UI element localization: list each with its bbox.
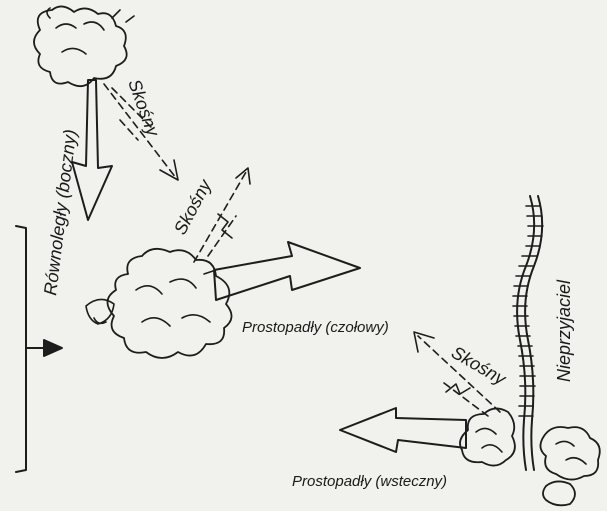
- arrow-parallel: [72, 80, 112, 220]
- arrow-oblique-right-2: [440, 380, 488, 416]
- arrow-oblique-top-3: [120, 120, 138, 140]
- label-oblique-middle: Skośny: [170, 175, 216, 237]
- arrow-perpendicular-retro: [340, 408, 466, 452]
- cloud-middle: [86, 249, 232, 358]
- enemy-front-line: [513, 196, 543, 470]
- label-oblique-right: Skośny: [448, 342, 510, 389]
- arrow-perpendicular-frontal: [214, 242, 360, 300]
- cloud-top-left: [34, 6, 134, 86]
- own-front-arrowhead: [44, 340, 62, 356]
- label-perpendicular-frontal: Prostopadły (czołowy): [242, 319, 389, 336]
- arrow-oblique-middle-2: [208, 216, 236, 256]
- cloud-lower-right: [460, 408, 600, 505]
- label-enemy: Nieprzyjaciel: [554, 279, 574, 382]
- own-front-bracket: [16, 226, 26, 472]
- label-parallel: Równoległy (boczny): [40, 128, 80, 296]
- label-perpendicular-retro: Prostopadły (wsteczny): [292, 473, 447, 490]
